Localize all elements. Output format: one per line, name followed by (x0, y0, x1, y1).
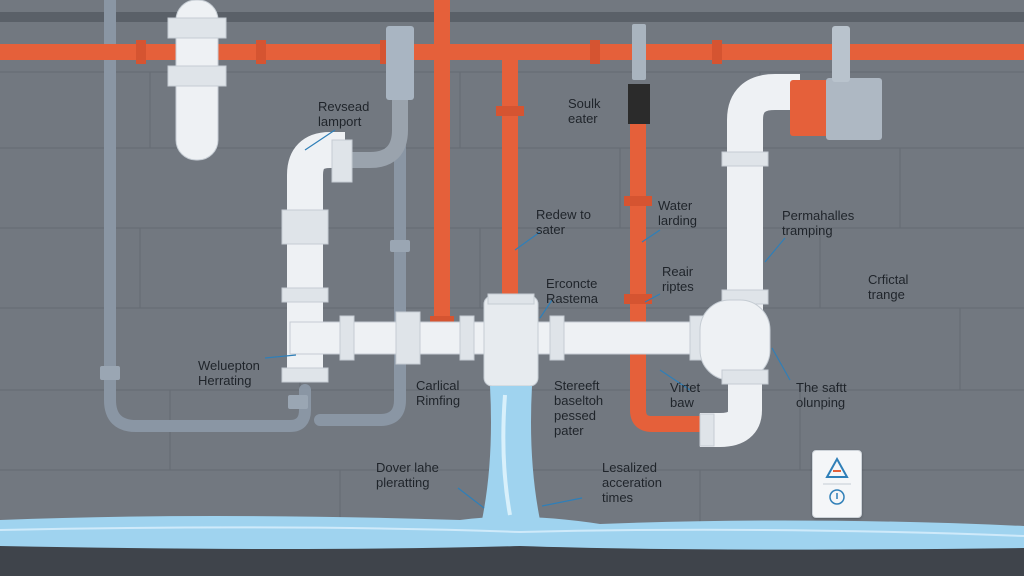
valve-icon (628, 84, 650, 124)
warning-sign-icon (823, 456, 851, 505)
warning-badge (812, 450, 862, 518)
water-stream (482, 386, 540, 520)
grey-drain-pipe (104, 0, 406, 432)
leader-lines (264, 129, 791, 509)
water-puddle (0, 516, 1024, 550)
top-rail-pipe (0, 12, 1024, 22)
hot-water-pipes (0, 0, 1024, 432)
pvc-pipes (167, 0, 800, 447)
pump-icon (790, 80, 830, 136)
